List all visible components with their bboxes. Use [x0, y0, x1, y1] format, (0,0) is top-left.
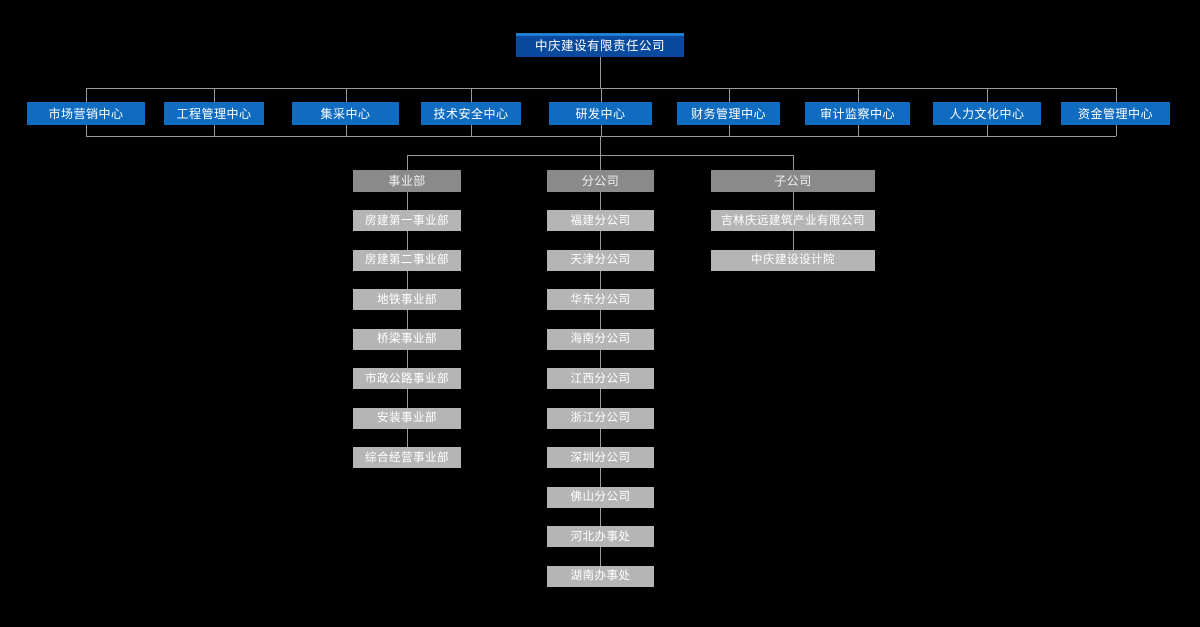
org-node-center-8[interactable]: 人力文化中心 — [933, 102, 1041, 125]
connector-center-drop — [86, 88, 87, 102]
connector-center-stub — [987, 125, 988, 136]
org-node-leaf[interactable]: 深圳分公司 — [547, 447, 654, 468]
connector-center-drop — [471, 88, 472, 102]
connector-group-spine — [407, 192, 408, 447]
org-node-leaf[interactable]: 房建第二事业部 — [353, 249, 461, 271]
org-node-leaf[interactable]: 吉林庆远建筑产业有限公司 — [711, 210, 875, 231]
org-node-leaf[interactable]: 安装事业部 — [353, 407, 461, 429]
connector-center-drop — [1115, 88, 1117, 102]
org-node-leaf[interactable]: 湖南办事处 — [547, 565, 654, 587]
org-node-leaf[interactable]: 浙江分公司 — [547, 407, 654, 429]
connector-group-head-drop — [407, 155, 408, 170]
connector-group-head-drop — [600, 155, 601, 170]
org-node-leaf[interactable]: 市政公路事业部 — [353, 368, 461, 389]
org-node-center-7[interactable]: 审计监察中心 — [805, 102, 910, 125]
org-node-leaf[interactable]: 地铁事业部 — [353, 289, 461, 310]
org-node-center-6[interactable]: 财务管理中心 — [677, 102, 780, 125]
connector-center-drop — [857, 88, 859, 102]
connector-center-drop — [728, 88, 730, 102]
org-node-group-header-3[interactable]: 子公司 — [711, 170, 875, 192]
org-node-leaf[interactable]: 福建分公司 — [547, 210, 654, 231]
connector-root-trunk — [600, 57, 601, 88]
connector-center-stub — [600, 125, 602, 136]
connector-center-drop — [214, 88, 215, 102]
connector-center-stub — [345, 125, 347, 136]
connector-center-stub — [471, 125, 472, 136]
connector-center-stub — [857, 125, 859, 136]
org-node-leaf[interactable]: 江西分公司 — [547, 368, 654, 389]
org-node-group-header-2[interactable]: 分公司 — [547, 170, 654, 192]
connector-center-drop — [987, 88, 988, 102]
connector-center-drop — [600, 88, 602, 102]
org-node-leaf[interactable]: 中庆建设设计院 — [711, 249, 875, 271]
org-node-leaf[interactable]: 海南分公司 — [547, 328, 654, 350]
org-node-center-2[interactable]: 工程管理中心 — [164, 102, 264, 125]
connector-center-stub — [214, 125, 215, 136]
org-node-leaf[interactable]: 佛山分公司 — [547, 486, 654, 508]
org-node-center-4[interactable]: 技术安全中心 — [421, 102, 521, 125]
connector-center-drop — [345, 88, 347, 102]
connector-center-stub — [728, 125, 730, 136]
org-node-center-1[interactable]: 市场营销中心 — [27, 102, 145, 125]
connector-center-stub — [1115, 125, 1117, 136]
org-node-leaf[interactable]: 桥梁事业部 — [353, 328, 461, 350]
connector-center-stub — [86, 125, 87, 136]
org-node-leaf[interactable]: 华东分公司 — [547, 289, 654, 310]
org-node-leaf[interactable]: 房建第一事业部 — [353, 210, 461, 231]
org-node-center-5[interactable]: 研发中心 — [549, 102, 652, 125]
org-node-leaf[interactable]: 综合经营事业部 — [353, 447, 461, 468]
connector-group-head-drop — [793, 155, 794, 170]
org-node-group-header-1[interactable]: 事业部 — [353, 170, 461, 192]
org-node-root[interactable]: 中庆建设有限责任公司 — [516, 33, 684, 57]
connector-groups-trunk — [600, 136, 601, 155]
org-node-leaf[interactable]: 河北办事处 — [547, 526, 654, 547]
org-node-center-9[interactable]: 资金管理中心 — [1061, 102, 1170, 125]
org-node-center-3[interactable]: 集采中心 — [292, 102, 399, 125]
org-node-leaf[interactable]: 天津分公司 — [547, 249, 654, 271]
